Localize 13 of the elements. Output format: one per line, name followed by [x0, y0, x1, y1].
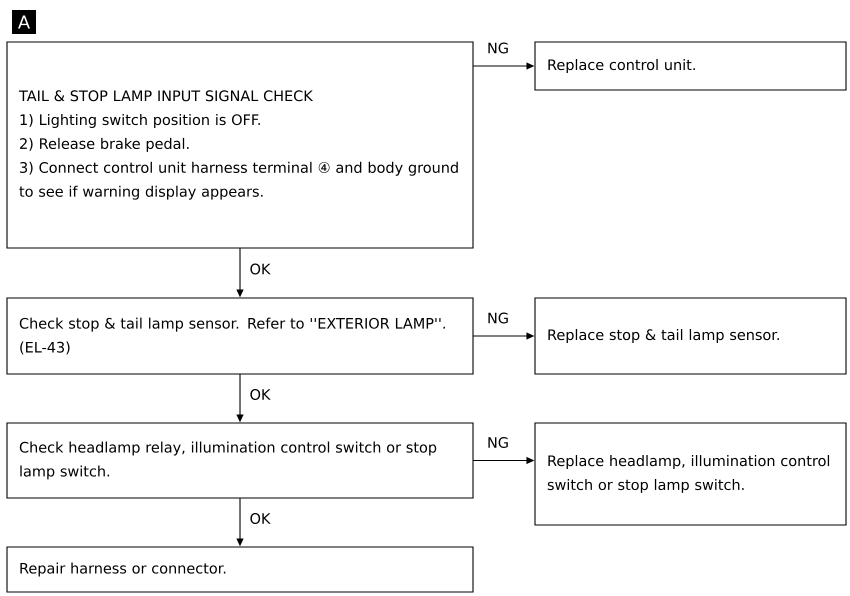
process-box: Check headlamp relay, illumination control switch or stop lamp switch. — [6, 422, 474, 499]
process-box: Check stop & tail lamp sensor. Refer to ''EXTERIOR LAMP''. (EL-43) — [6, 297, 474, 375]
process-box: Repair harness or connector. — [6, 546, 474, 593]
process-box: TAIL & STOP LAMP INPUT SIGNAL CHECK 1) Lighting switch position is OFF. 2) Release brake pedal. 3) Connect control unit harness terminal ④ and body ground to see if warning display appears. — [6, 41, 474, 249]
process-box: Replace stop & tail lamp sensor. — [534, 297, 847, 375]
edge-label: NG — [486, 436, 510, 449]
edge-label: NG — [486, 312, 510, 324]
process-box: Replace headlamp, illumination control switch or stop lamp switch. — [534, 422, 847, 526]
edge-label: OK — [248, 388, 272, 401]
edge-label: OK — [248, 512, 272, 525]
process-box: Replace control unit. — [534, 41, 847, 91]
edge-label: NG — [486, 42, 510, 54]
edge-label: OK — [248, 262, 272, 276]
